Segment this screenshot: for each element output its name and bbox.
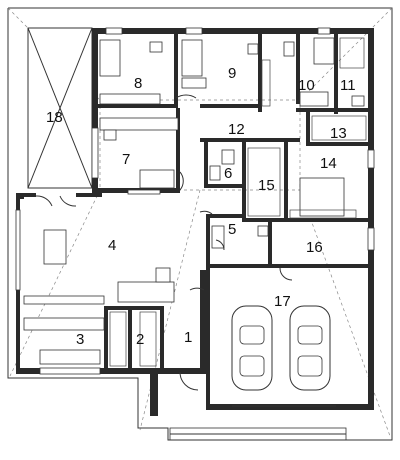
furniture — [23, 37, 367, 391]
room-label-18: 18 — [46, 109, 63, 126]
room-label-8: 8 — [134, 75, 142, 92]
room-label-14: 14 — [320, 155, 337, 172]
room-label-16: 16 — [306, 239, 323, 256]
room-label-10: 10 — [298, 77, 315, 94]
room-label-7: 7 — [122, 151, 130, 168]
room-label-12: 12 — [228, 121, 245, 138]
doors — [35, 94, 336, 407]
room-label-6: 6 — [224, 165, 232, 182]
entry-steps — [169, 427, 347, 441]
room-labels: 1 2 3 4 5 6 7 8 9 10 11 12 13 14 15 16 1… — [46, 65, 356, 348]
room-label-9: 9 — [228, 65, 236, 82]
room-label-17: 17 — [274, 293, 291, 310]
room-label-4: 4 — [108, 237, 116, 254]
room-label-5: 5 — [228, 221, 236, 238]
room-label-15: 15 — [258, 177, 275, 194]
carport — [27, 27, 93, 189]
windows — [15, 27, 375, 375]
room-label-3: 3 — [76, 331, 84, 348]
room-label-11: 11 — [340, 77, 356, 94]
room-label-13: 13 — [330, 125, 347, 142]
room-label-2: 2 — [136, 331, 144, 348]
room-label-1: 1 — [184, 329, 192, 346]
